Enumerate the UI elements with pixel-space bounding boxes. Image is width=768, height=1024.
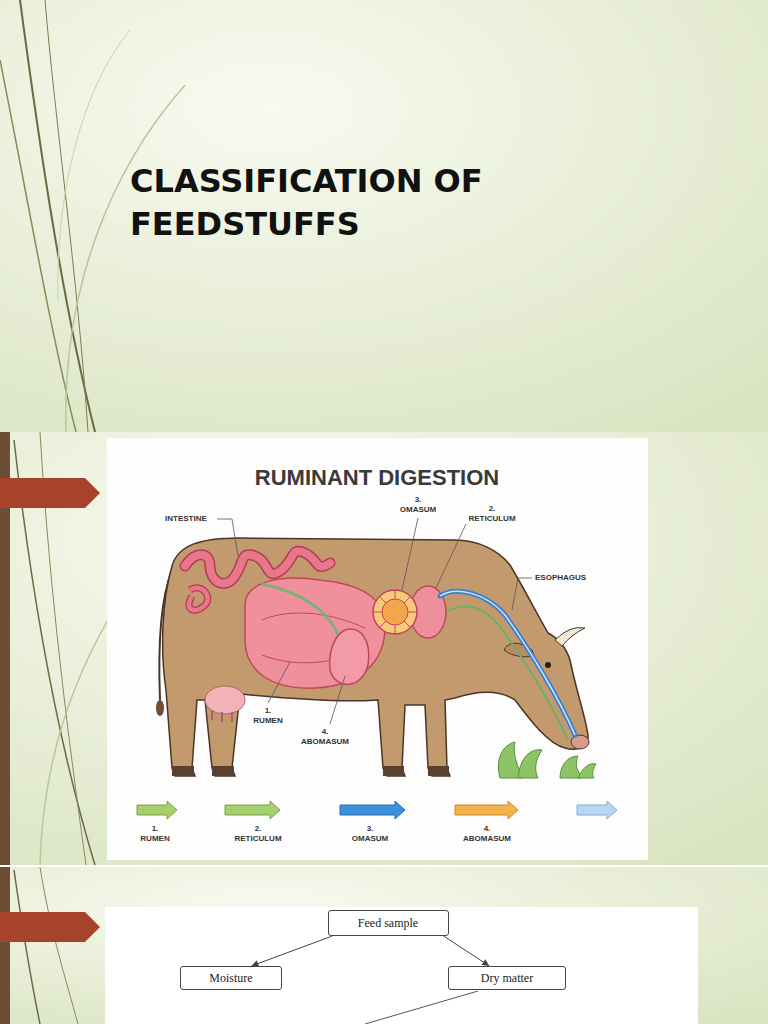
image-frames xyxy=(105,438,698,1024)
cow-illustration-part xyxy=(163,538,588,776)
part-label-holder: 4. ABOMASUM xyxy=(301,727,349,747)
digestive-organs-part xyxy=(262,584,340,640)
decorative-curves-part xyxy=(40,620,108,865)
part-label: 1. RUMEN xyxy=(253,706,282,726)
digestive-organs-part xyxy=(189,588,208,610)
stage-label: 2. RETICULUM xyxy=(234,824,281,844)
stage-label-holder: 4. ABOMASUM xyxy=(463,824,511,844)
decorative-curves-part xyxy=(45,0,88,432)
slide-tabs xyxy=(0,478,100,942)
process-box: Feed sample xyxy=(328,910,449,936)
process-box: Moisture xyxy=(180,966,282,990)
stage-arrows-part xyxy=(225,801,280,819)
slide-title: CLASSIFICATION OF FEEDSTUFFS xyxy=(130,160,610,246)
stage-label-holder: 2. RETICULUM xyxy=(234,824,281,844)
flowchart-continuation xyxy=(365,991,478,1024)
part-label-holder: INTESTINE xyxy=(165,514,207,524)
cow-illustration-part xyxy=(555,628,585,647)
digestive-organs-part xyxy=(446,606,568,740)
stage-label: 1. RUMEN xyxy=(140,824,169,844)
arrowhead xyxy=(482,959,490,966)
slide-title-holder: CLASSIFICATION OF FEEDSTUFFS xyxy=(130,160,610,246)
digestive-organs-part xyxy=(245,578,385,688)
cow-illustration-part xyxy=(156,700,164,716)
slide-backgrounds-part xyxy=(0,865,768,867)
stage-label-holder: 3. OMASUM xyxy=(352,824,388,844)
decorative-curves-part xyxy=(40,867,78,1024)
connector xyxy=(251,936,332,967)
cow-illustration-part xyxy=(172,766,194,776)
leader-lines-part xyxy=(402,518,418,590)
part-label-holder: 3. OMASUM xyxy=(400,495,436,515)
part-label: INTESTINE xyxy=(165,514,207,524)
cow-illustration-part xyxy=(212,766,234,776)
box-text: Moisture xyxy=(209,971,252,986)
part-label: 4. ABOMASUM xyxy=(301,727,349,747)
connector-line xyxy=(444,936,490,966)
flowchart-continuation-part xyxy=(365,991,478,1024)
slide-tabs-part xyxy=(0,478,100,508)
slide-backgrounds-part xyxy=(0,867,768,1024)
box-text: Feed sample xyxy=(358,916,418,931)
grass-part xyxy=(578,764,596,778)
image-frames-part xyxy=(107,438,648,860)
image-frames-part xyxy=(105,907,698,1024)
decorative-curves-part xyxy=(20,0,95,432)
cow-illustration-part xyxy=(545,662,551,668)
leader-lines xyxy=(217,518,532,724)
slide-tabs-part xyxy=(0,912,100,942)
leader-lines-part xyxy=(217,519,238,556)
image-title: RUMINANT DIGESTION xyxy=(255,466,499,490)
leader-lines-part xyxy=(330,676,345,724)
stage-arrows-part xyxy=(455,801,518,819)
connector-line xyxy=(251,936,332,966)
image-title-holder: RUMINANT DIGESTION xyxy=(255,466,499,490)
digestive-organs-part xyxy=(373,590,417,634)
process-box: Dry matter xyxy=(448,966,566,990)
stage-label: 4. ABOMASUM xyxy=(463,824,511,844)
digestive-organs xyxy=(185,551,575,740)
stage-label: 3. OMASUM xyxy=(352,824,388,844)
leader-lines-part xyxy=(512,578,532,610)
slide-backgrounds-part xyxy=(0,867,10,1024)
decorative-curves-part xyxy=(66,85,185,432)
part-label-holder: 2. RETICULUM xyxy=(468,504,515,524)
stage-arrows xyxy=(137,801,617,819)
box-text: Dry matter xyxy=(481,971,533,986)
digestive-organs-part xyxy=(373,590,417,634)
decorative-curves-part xyxy=(0,60,76,432)
part-label-holder: ESOPHAGUS xyxy=(535,573,586,583)
part-label: ESOPHAGUS xyxy=(535,573,586,583)
leader-lines-part xyxy=(268,662,290,703)
part-label-holder: 1. RUMEN xyxy=(253,706,282,726)
grass-part xyxy=(518,750,542,778)
digestive-organs-part xyxy=(330,629,369,684)
part-label: 3. OMASUM xyxy=(400,495,436,515)
leader-lines-part xyxy=(436,524,466,588)
stage-arrows-part xyxy=(340,801,405,819)
cow-illustration-part xyxy=(428,766,449,776)
cow-illustration-part xyxy=(205,686,245,714)
cow-illustration xyxy=(156,538,589,776)
decorative-curves-part xyxy=(14,870,40,1024)
grass-part xyxy=(560,756,582,778)
connector xyxy=(444,936,490,966)
decorative-curves-part xyxy=(58,30,130,300)
stage-label-holder: 1. RUMEN xyxy=(140,824,169,844)
part-label: 2. RETICULUM xyxy=(468,504,515,524)
stage-arrows-part xyxy=(137,801,177,819)
stage-arrows-part xyxy=(577,801,617,819)
cow-illustration-part xyxy=(212,710,232,722)
grass xyxy=(498,742,596,778)
slide-backgrounds-part xyxy=(0,0,768,432)
slide-backgrounds-part xyxy=(0,432,768,865)
digestive-organs-part xyxy=(189,588,208,610)
cow-illustration-part xyxy=(383,766,404,776)
